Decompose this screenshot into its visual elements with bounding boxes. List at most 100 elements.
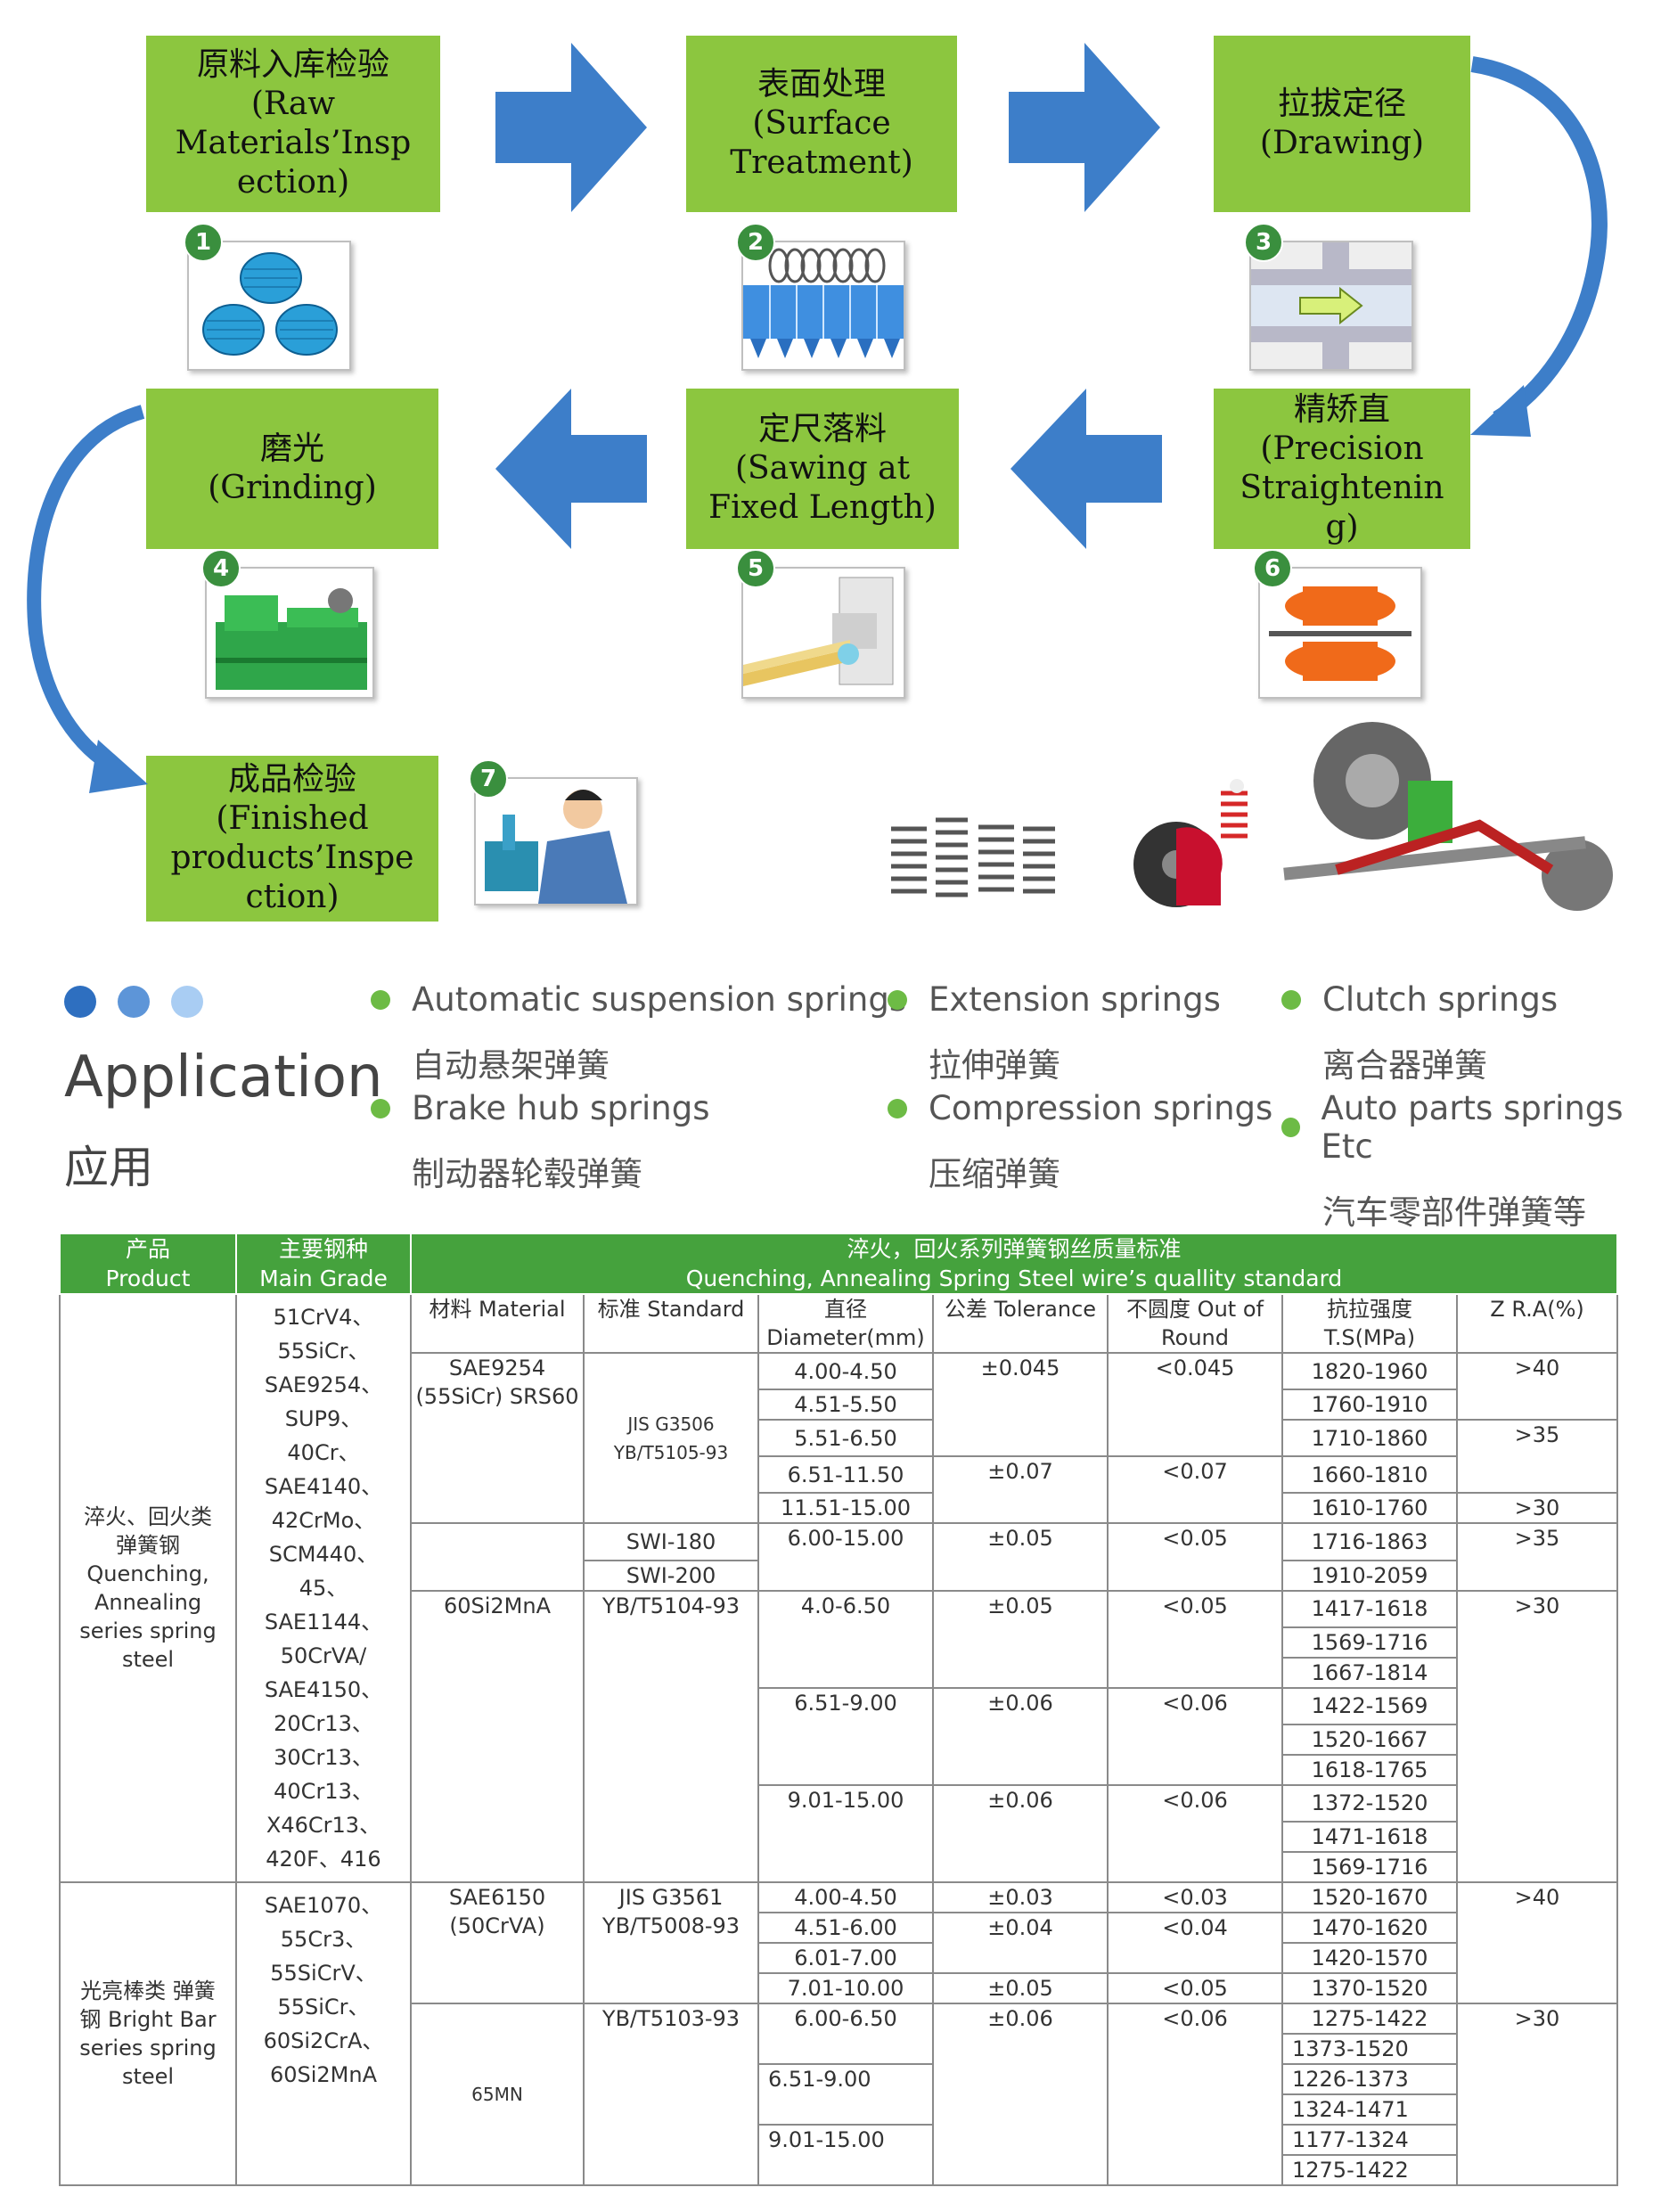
arrow-left-icon: [1011, 389, 1162, 549]
step-5-number-badge: 5: [736, 549, 775, 588]
step-3-box: 拉拔定径 (Drawing): [1214, 36, 1470, 212]
application-title: Application: [64, 1045, 383, 1110]
suspension-assembly-photo: [1283, 722, 1613, 911]
step-1-line: Materials’Insp: [175, 125, 412, 161]
application-item-zh: 制动器轮毂弹簧: [412, 1155, 642, 1193]
curved-arrow-icon: [27, 405, 148, 793]
dot-icon: [118, 986, 150, 1018]
diameter-cell: 4.00-4.50: [757, 1351, 934, 1391]
coil-springs-photo: [891, 817, 1055, 897]
product-cell: 淬火、回火类 弹簧钢 Quenching, Annealing series s…: [59, 1293, 237, 1883]
step-2-line: 表面处理: [757, 66, 886, 102]
dot-icon: [171, 986, 203, 1018]
tensile-cell: 1275-1422: [1281, 2003, 1458, 2035]
diameter-cell: 4.51-5.50: [757, 1389, 934, 1421]
step-1-box: 原料入库检验 (Raw Materials’Insp ection): [146, 36, 440, 212]
step-7-number-badge: 7: [469, 759, 508, 799]
product-cell: 光亮棒类 弹簧钢 Bright Bar series spring steel: [59, 1881, 237, 2186]
step-2-number-badge: 2: [736, 223, 775, 262]
application-item: Compression springs 压缩弹簧: [888, 1089, 1272, 1195]
ra-cell: >40: [1456, 1881, 1618, 2004]
subheader-diameter: 直径 Diameter(mm): [757, 1293, 934, 1354]
standard-cell: YB/T5103-93: [583, 2003, 759, 2186]
tensile-cell: 1569-1716: [1281, 1851, 1458, 1883]
tolerance-cell: ±0.05: [932, 1522, 1109, 1592]
tensile-cell: 1618-1765: [1281, 1753, 1458, 1786]
tensile-cell: 1610-1760: [1281, 1492, 1458, 1525]
standard-cell: SWI-200: [583, 1559, 759, 1592]
bullet-icon: [888, 1098, 907, 1118]
tensile-cell: 1177-1324: [1281, 2124, 1458, 2156]
step-7-line: 成品检验: [227, 761, 356, 798]
curved-arrow-icon: [1470, 56, 1608, 437]
out-of-round-cell: <0.05: [1107, 1589, 1283, 1689]
ra-cell: >30: [1456, 2003, 1618, 2186]
tensile-cell: 1569-1716: [1281, 1626, 1458, 1659]
tensile-cell: 1471-1618: [1281, 1821, 1458, 1853]
out-of-round-cell: <0.07: [1107, 1455, 1283, 1525]
diameter-cell: 6.00-6.50: [757, 2003, 934, 2065]
diameter-cell: 9.01-15.00: [757, 2124, 934, 2186]
step-1-line: 原料入库检验: [196, 46, 389, 83]
standard-cell: JIS G3506 YB/T5105-93: [583, 1351, 759, 1525]
ra-cell: >30: [1456, 1492, 1618, 1525]
tolerance-cell: ±0.05: [932, 1589, 1109, 1689]
step-1-line: (Raw: [250, 86, 336, 122]
diameter-cell: 5.51-6.50: [757, 1419, 934, 1458]
tolerance-cell: ±0.045: [932, 1351, 1109, 1458]
step-6-line: (Precision: [1260, 430, 1424, 467]
application-item-en: Auto parts springs Etc: [1321, 1089, 1624, 1166]
bullet-icon: [371, 989, 390, 1010]
step-6-number-badge: 6: [1253, 549, 1292, 588]
arrow-right-icon: [1009, 43, 1160, 212]
out-of-round-cell: <0.045: [1107, 1351, 1283, 1458]
diameter-cell: 4.51-6.00: [757, 1912, 934, 1944]
tolerance-cell: ±0.07: [932, 1455, 1109, 1525]
application-item-zh: 拉伸弹簧: [929, 1046, 1060, 1085]
application-item-en: Clutch springs: [1322, 980, 1559, 1019]
step-5-line: (Sawing at: [734, 450, 911, 487]
subheader-tolerance: 公差 Tolerance: [932, 1293, 1109, 1354]
tensile-cell: 1910-2059: [1281, 1559, 1458, 1592]
step-6-box: 精矫直 (Precision Straightenin g): [1214, 389, 1470, 549]
step-6-line: Straightenin: [1240, 470, 1444, 506]
ra-cell: >35: [1456, 1522, 1618, 1592]
subheader-out-of-round: 不圆度 Out of Round: [1107, 1293, 1283, 1354]
arrow-left-icon: [495, 389, 647, 549]
step-4-number-badge: 4: [201, 549, 241, 588]
tensile-cell: 1324-1471: [1281, 2093, 1458, 2126]
out-of-round-cell: <0.06: [1107, 1686, 1283, 1786]
bullet-icon: [1281, 989, 1301, 1010]
application-item-zh: 自动悬架弹簧: [412, 1046, 610, 1085]
diameter-cell: 4.00-4.50: [757, 1881, 934, 1913]
tensile-cell: 1275-1422: [1281, 2154, 1458, 2186]
material-cell: 60Si2MnA: [410, 1589, 585, 1884]
tensile-cell: 1820-1960: [1281, 1351, 1458, 1391]
grinding-machine-image: [205, 567, 374, 699]
diameter-cell: 6.00-15.00: [757, 1522, 934, 1592]
step-3-number-badge: 3: [1244, 223, 1283, 262]
arrow-right-icon: [495, 43, 647, 212]
tolerance-cell: ±0.06: [932, 1783, 1109, 1884]
step-2-box: 表面处理 (Surface Treatment): [686, 36, 957, 212]
ra-cell: >40: [1456, 1351, 1618, 1421]
step-4-line: (Grinding): [208, 470, 377, 506]
material-cell: SAE6150 (50CrVA): [410, 1881, 585, 2004]
sawing-machine-image: [741, 567, 905, 699]
bullet-icon: [888, 989, 907, 1010]
application-item-en: Compression springs: [929, 1089, 1273, 1127]
tensile-cell: 1422-1569: [1281, 1686, 1458, 1725]
tolerance-cell: ±0.06: [932, 2003, 1109, 2186]
step-6-line: 精矫直: [1293, 391, 1390, 428]
bullet-icon: [371, 1098, 390, 1118]
diameter-cell: 4.0-6.50: [757, 1589, 934, 1689]
ra-cell: >30: [1456, 1589, 1618, 1884]
out-of-round-cell: <0.04: [1107, 1912, 1283, 1974]
step-7-line: (Finished: [216, 800, 369, 837]
tensile-cell: 1710-1860: [1281, 1419, 1458, 1458]
diameter-cell: 6.51-9.00: [757, 2063, 934, 2126]
out-of-round-cell: <0.05: [1107, 1972, 1283, 2004]
tensile-cell: 1417-1618: [1281, 1589, 1458, 1628]
